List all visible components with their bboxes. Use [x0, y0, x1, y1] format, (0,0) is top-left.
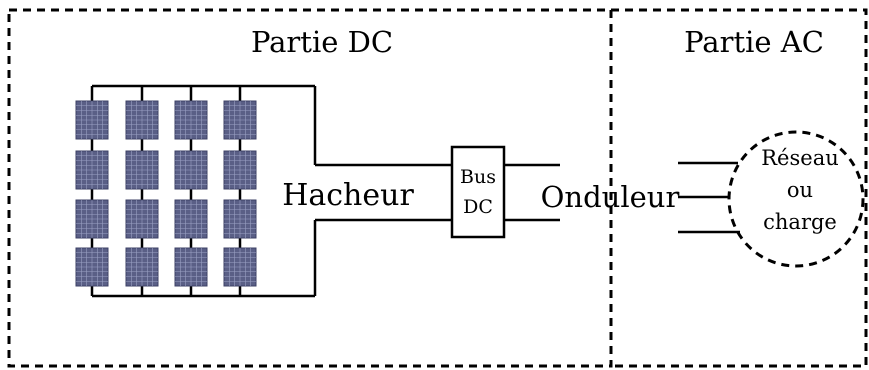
bus-dc-label-line2: DC — [463, 196, 493, 218]
grid-load-label-line2: ou — [787, 178, 813, 202]
hacheur-wiring — [313, 86, 452, 296]
dc-region-border — [7, 8, 613, 368]
grid-load-label-line3: charge — [763, 210, 837, 234]
grid-load-label-line1: Réseau — [761, 146, 839, 170]
dc-region-title: Partie DC — [251, 25, 393, 59]
bus-dc-box — [450, 145, 506, 239]
ac-region-title: Partie AC — [684, 25, 824, 59]
bus-dc-label-line1: Bus — [460, 166, 496, 188]
onduleur-wiring — [504, 161, 740, 234]
grid-load-circle — [727, 130, 865, 268]
hacheur-label: Hacheur — [282, 178, 414, 213]
ac-region-border — [611, 8, 868, 368]
onduleur-label: Onduleur — [541, 180, 680, 214]
pv-array — [75, 100, 257, 287]
